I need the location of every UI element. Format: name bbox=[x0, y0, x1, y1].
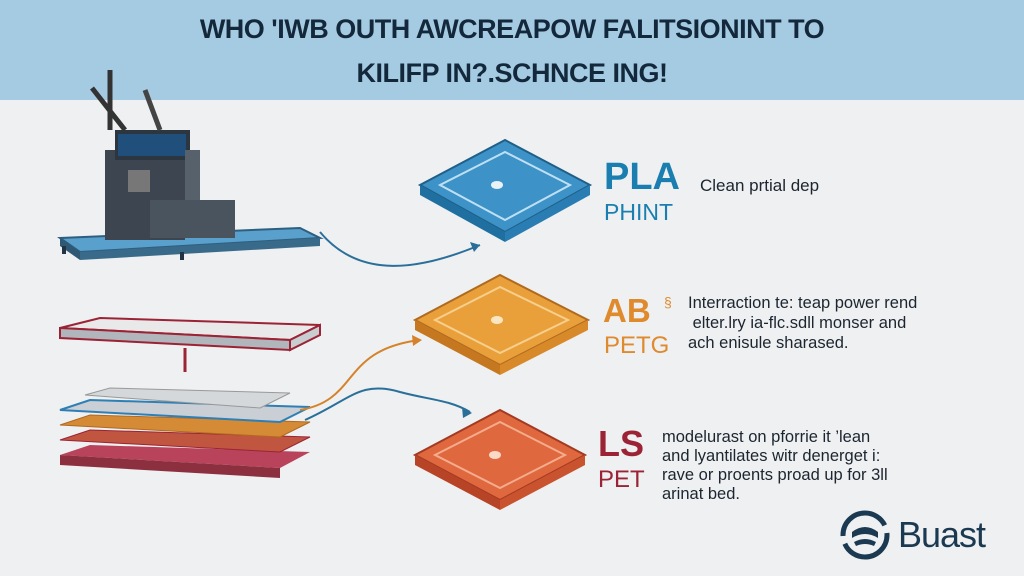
material-name-pla: PLA bbox=[604, 156, 680, 198]
material-description-pla: Clean prtial dep bbox=[700, 176, 820, 195]
logo-icon bbox=[840, 510, 890, 560]
plate-pet bbox=[412, 408, 588, 510]
arrow-to-pla bbox=[319, 231, 481, 267]
material-subname-petg: PETG bbox=[604, 332, 670, 359]
material-subname-phint: PHINT bbox=[604, 199, 673, 225]
title-line-2: KILIFP IN?.SCHNCE ING! bbox=[356, 58, 668, 88]
material-subname-pet: PET bbox=[598, 466, 645, 493]
material-description-pet: modelurast on pforrie it ’lean and lyant… bbox=[662, 428, 888, 503]
logo-text: Buast bbox=[898, 514, 986, 555]
material-description-petg: Interraction te: teap power rend elter.l… bbox=[688, 294, 918, 352]
brand-logo: Buast bbox=[838, 508, 1008, 562]
printer-illustration bbox=[57, 70, 324, 260]
plate-pla bbox=[417, 138, 593, 242]
material-name-ls: LS bbox=[598, 423, 645, 464]
title-line-1: WHO 'IWB OUTH AWCREAPOW FALITSIONINT TO bbox=[199, 14, 825, 44]
arrow-to-petg bbox=[299, 339, 421, 411]
material-badge: § bbox=[664, 294, 672, 310]
header-banner: WHO 'IWB OUTH AWCREAPOW FALITSIONINT TO … bbox=[0, 0, 1024, 100]
arrow-to-pet bbox=[304, 387, 471, 421]
material-name-ab: AB bbox=[603, 292, 651, 329]
left-plate-stack bbox=[59, 316, 321, 478]
plate-petg bbox=[412, 273, 591, 375]
